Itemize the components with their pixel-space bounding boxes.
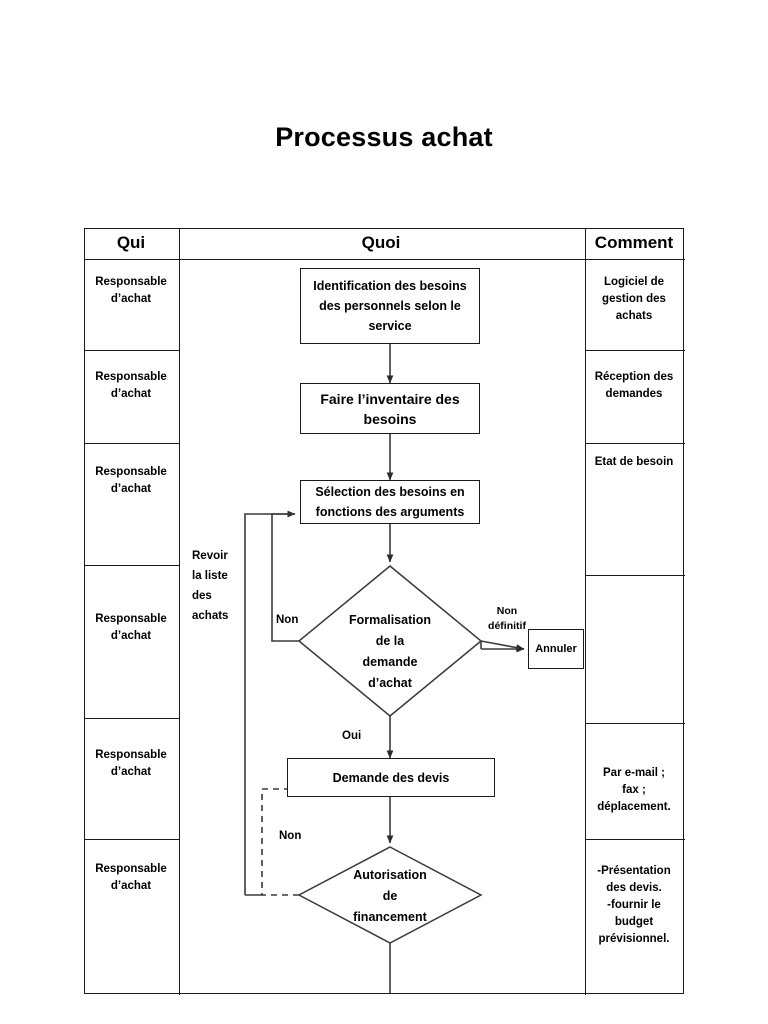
flow-node-selection[interactable]: Sélection des besoins en fonctions des a… <box>300 480 480 524</box>
qui-cell-2: Responsable d’achat <box>95 371 167 400</box>
qui-row-separator-3 <box>85 565 179 566</box>
comment-cell-6: -Présentation des devis. -fournir le bud… <box>597 865 671 945</box>
edge-label-revoir-liste: Revoir la liste des achats <box>192 550 229 622</box>
process-table <box>84 228 685 995</box>
flow-node-selection-label: Sélection des besoins en fonctions des a… <box>315 485 465 519</box>
qui-cell-1: Responsable d’achat <box>95 276 167 305</box>
page-title: Processus achat <box>275 122 493 152</box>
qui-row-separator-4 <box>85 718 179 719</box>
comment-row-separator-2 <box>585 443 685 444</box>
column-separator-qui <box>179 229 180 995</box>
comment-cell-2: Réception des demandes <box>594 371 674 400</box>
flow-node-annuler[interactable]: Annuler <box>528 629 584 669</box>
column-separator-comment <box>585 229 586 995</box>
table-header-qui: Qui <box>116 233 146 252</box>
flow-node-formalisation-label: Formalisation de la demande d’achat <box>349 613 431 690</box>
comment-row-separator-5 <box>585 839 685 840</box>
flow-node-annuler-label: Annuler <box>535 643 577 655</box>
qui-cell-3: Responsable d’achat <box>95 466 167 495</box>
table-header-quoi: Quoi <box>361 233 401 252</box>
flow-node-identification[interactable]: Identification des besoins des personnel… <box>300 268 480 344</box>
flow-node-demande-devis-label: Demande des devis <box>332 770 450 785</box>
comment-row-separator-4 <box>585 723 685 724</box>
qui-row-separator-5 <box>85 839 179 840</box>
qui-row-separator-2 <box>85 443 179 444</box>
qui-row-separator-1 <box>85 350 179 351</box>
edge-label-oui: Oui <box>342 730 362 742</box>
comment-cell-5: Par e-mail ; fax ; déplacement. <box>597 767 671 813</box>
header-separator <box>85 259 685 260</box>
edge-label-non-definitif: Non définitif <box>488 605 526 632</box>
flow-node-demande-devis[interactable]: Demande des devis <box>287 758 495 797</box>
flow-node-identification-label: Identification des besoins des personnel… <box>313 279 467 333</box>
flow-node-inventaire-label: Faire l’inventaire des besoins <box>320 390 460 427</box>
qui-cell-5: Responsable d’achat <box>95 749 167 778</box>
edge-label-non-formalisation: Non <box>276 614 299 626</box>
flow-node-autorisation-label: Autorisation de financement <box>353 868 427 924</box>
flow-node-inventaire[interactable]: Faire l’inventaire des besoins <box>300 383 480 434</box>
qui-cell-4: Responsable d’achat <box>95 613 167 642</box>
table-header-comment: Comment <box>594 233 674 252</box>
comment-cell-3: Etat de besoin <box>594 456 674 468</box>
comment-row-separator-3 <box>585 575 685 576</box>
comment-cell-1: Logiciel de gestion des achats <box>602 276 666 322</box>
edge-label-non-autorisation: Non <box>279 830 302 842</box>
comment-row-separator-1 <box>585 350 685 351</box>
qui-cell-6: Responsable d’achat <box>95 863 167 892</box>
